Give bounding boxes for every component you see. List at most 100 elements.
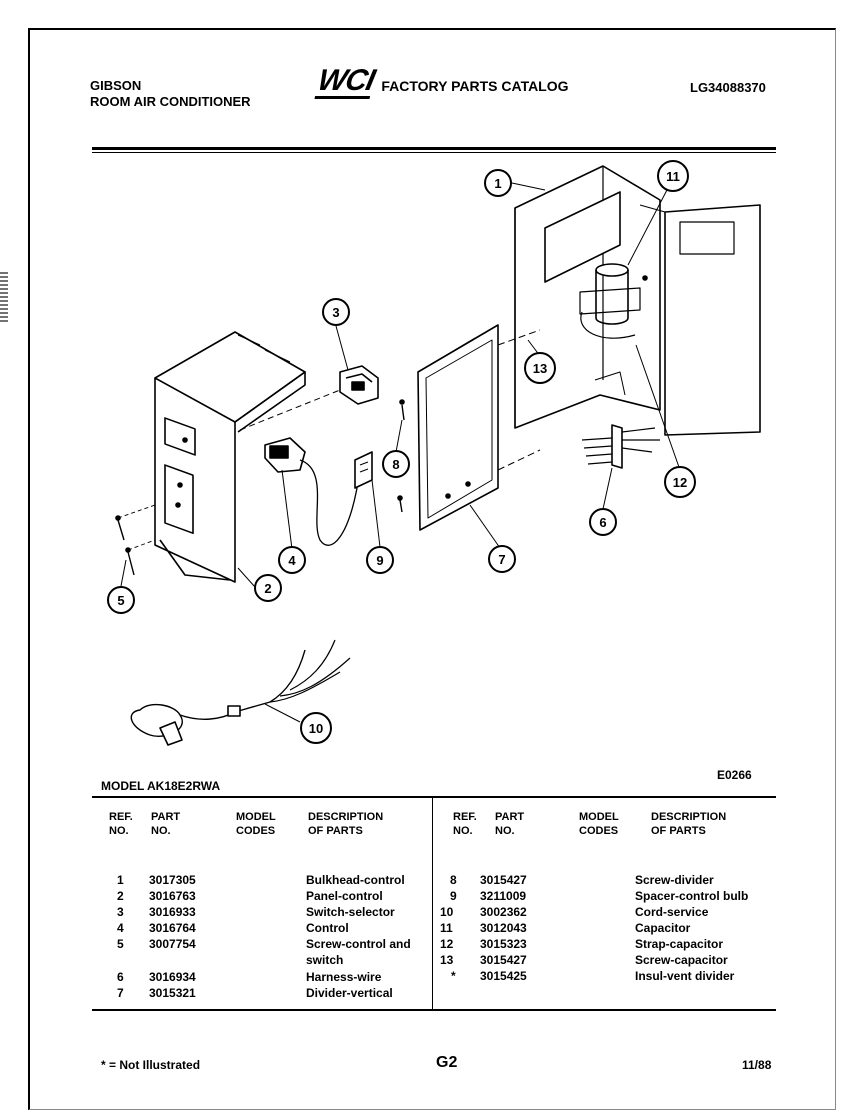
left-ref-header: REF. NO. — [109, 810, 133, 838]
left-row-desc: Harness-wire — [306, 970, 382, 984]
desc-header-line1: DESCRIPTION — [651, 811, 727, 823]
spacer-bulb-drawing — [354, 451, 373, 489]
page-frame — [28, 28, 836, 1110]
callout-6-label: 6 — [599, 515, 606, 530]
callout-9: 9 — [366, 546, 394, 574]
right-row-ref: 13 — [440, 953, 454, 967]
left-part-header: PART NO. — [151, 810, 180, 838]
header-center: WCI FACTORY PARTS CATALOG — [314, 64, 569, 99]
footnote: * = Not Illustrated — [101, 1058, 201, 1072]
right-row-desc: Strap-capacitor — [635, 937, 724, 951]
left-row-part: 3016763 — [149, 889, 196, 903]
callout-2: 2 — [254, 574, 282, 602]
bulkhead-control-drawing — [497, 165, 661, 471]
left-row-part: 3016934 — [149, 970, 196, 984]
left-row-desc: Control — [306, 921, 349, 935]
catalog-number: LG34088370 — [690, 80, 766, 95]
desc-header-line2: OF PARTS — [308, 825, 363, 837]
left-row-ref: 2 — [117, 889, 124, 903]
catalog-title: FACTORY PARTS CATALOG — [381, 77, 569, 94]
screws-control-drawing — [115, 504, 156, 576]
right-part-header: PART NO. — [495, 810, 524, 838]
left-row-ref: 3 — [117, 905, 124, 919]
left-row-desc-cont: switch — [306, 953, 344, 967]
harness-wire-drawing — [581, 424, 660, 469]
cord-service-drawing — [130, 639, 351, 746]
right-model-header: MODEL CODES — [579, 810, 619, 838]
right-row-ref: 12 — [440, 937, 454, 951]
left-row-ref: 1 — [117, 873, 124, 887]
left-row-ref: 4 — [117, 921, 124, 935]
left-row-ref: 7 — [117, 986, 124, 1000]
right-row-desc: Capacitor — [635, 921, 691, 935]
callout-10-label: 10 — [309, 721, 323, 736]
right-row-desc: Screw-capacitor — [635, 953, 728, 967]
ref-header-line2: NO. — [453, 825, 473, 837]
right-row-ref: 9 — [450, 889, 457, 903]
left-row-desc: Switch-selector — [306, 905, 395, 919]
capacitor-drawing — [579, 263, 648, 339]
right-row-ref: 10 — [440, 905, 454, 919]
right-row-desc: Cord-service — [635, 905, 709, 919]
callout-9-label: 9 — [376, 553, 383, 568]
left-row-desc: Screw-control and — [306, 937, 411, 951]
callout-4-label: 4 — [288, 553, 296, 568]
page-number: G2 — [436, 1054, 458, 1071]
left-row-ref: 6 — [117, 970, 124, 984]
callout-3-label: 3 — [332, 305, 339, 320]
left-row-ref: 5 — [117, 937, 124, 951]
right-ref-header: REF. NO. — [453, 810, 477, 838]
part-header-line1: PART — [495, 811, 525, 823]
panel-control-drawing — [154, 331, 306, 583]
callout-13-label: 13 — [533, 361, 547, 376]
right-row-part: 3015323 — [480, 937, 527, 951]
ref-header-line2: NO. — [109, 825, 129, 837]
callout-7: 7 — [488, 545, 516, 573]
callout-1-label: 1 — [494, 176, 501, 191]
table-top-rule — [92, 796, 776, 798]
left-row-part: 3016764 — [149, 921, 196, 935]
model-header-line1: MODEL — [579, 811, 619, 823]
left-model-header: MODEL CODES — [236, 810, 276, 838]
right-desc-header: DESCRIPTION OF PARTS — [651, 810, 726, 838]
callout-13: 13 — [524, 352, 556, 384]
right-row-part: 3211009 — [480, 889, 527, 903]
left-desc-header: DESCRIPTION OF PARTS — [308, 810, 383, 838]
right-row-ref: 8 — [450, 873, 457, 887]
right-row-part: 3015425 — [480, 969, 527, 983]
model-number: MODEL AK18E2RWA — [101, 779, 221, 793]
callout-6: 6 — [589, 508, 617, 536]
drawing-code: E0266 — [717, 768, 752, 782]
brand-name: GIBSON — [90, 78, 142, 93]
desc-header-line2: OF PARTS — [651, 825, 706, 837]
side-panel-drawing — [639, 204, 761, 436]
leader-lines — [120, 182, 681, 723]
right-row-part: 3015427 — [480, 873, 527, 887]
callout-10: 10 — [300, 712, 332, 744]
left-row-part: 3017305 — [149, 873, 196, 887]
divider-vertical-drawing — [397, 324, 499, 531]
model-header-line1: MODEL — [236, 811, 276, 823]
product-name: ROOM AIR CONDITIONER — [90, 94, 251, 109]
header-left: GIBSON ROOM AIR CONDITIONER — [90, 78, 251, 110]
exploded-parts-diagram: 1 2 3 4 5 6 7 8 9 10 11 12 — [107, 160, 761, 746]
callout-11-label: 11 — [666, 169, 680, 184]
left-row-desc: Bulkhead-control — [306, 873, 405, 887]
part-header-line1: PART — [151, 811, 181, 823]
callout-3: 3 — [322, 298, 350, 326]
wci-logo: WCI — [314, 64, 378, 99]
callout-1: 1 — [484, 169, 512, 197]
switch-selector-drawing — [239, 365, 379, 431]
left-row-part: 3015321 — [149, 986, 196, 1000]
header-rule-thick — [92, 147, 776, 150]
scan-edge-mark — [0, 272, 8, 322]
right-row-ref: 11 — [440, 921, 453, 935]
callout-12: 12 — [664, 466, 696, 498]
part-header-line2: NO. — [151, 825, 171, 837]
table-bottom-rule — [92, 1009, 776, 1011]
ref-header-line1: REF. — [109, 811, 133, 823]
callout-5: 5 — [107, 586, 135, 614]
left-row-part: 3016933 — [149, 905, 196, 919]
right-row-desc: Screw-divider — [635, 873, 714, 887]
right-row-part: 3012043 — [480, 921, 527, 935]
